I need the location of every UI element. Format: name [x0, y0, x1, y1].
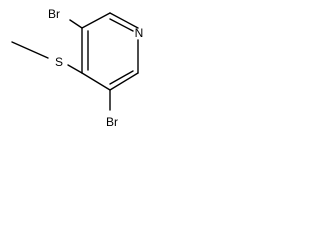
bond-c6-c5-inner — [109, 70, 134, 85]
atom-label-br-top: Br — [48, 7, 60, 21]
bond-c4-s — [67, 64, 83, 74]
bond-c6-c5 — [109, 72, 139, 91]
atom-label-n: N — [135, 26, 144, 40]
bond-c3-br-top — [69, 19, 83, 29]
bond-s-methyl — [11, 41, 49, 59]
bond-c3-c2 — [81, 12, 111, 29]
bond-c2-n-inner — [109, 18, 134, 32]
atom-label-br-bottom: Br — [106, 115, 118, 129]
bond-c5-c4 — [81, 72, 111, 91]
chemical-structure-diagram: Br N S Br — [11, 7, 144, 129]
bond-c2-n — [109, 12, 139, 29]
atom-label-s: S — [55, 55, 63, 69]
